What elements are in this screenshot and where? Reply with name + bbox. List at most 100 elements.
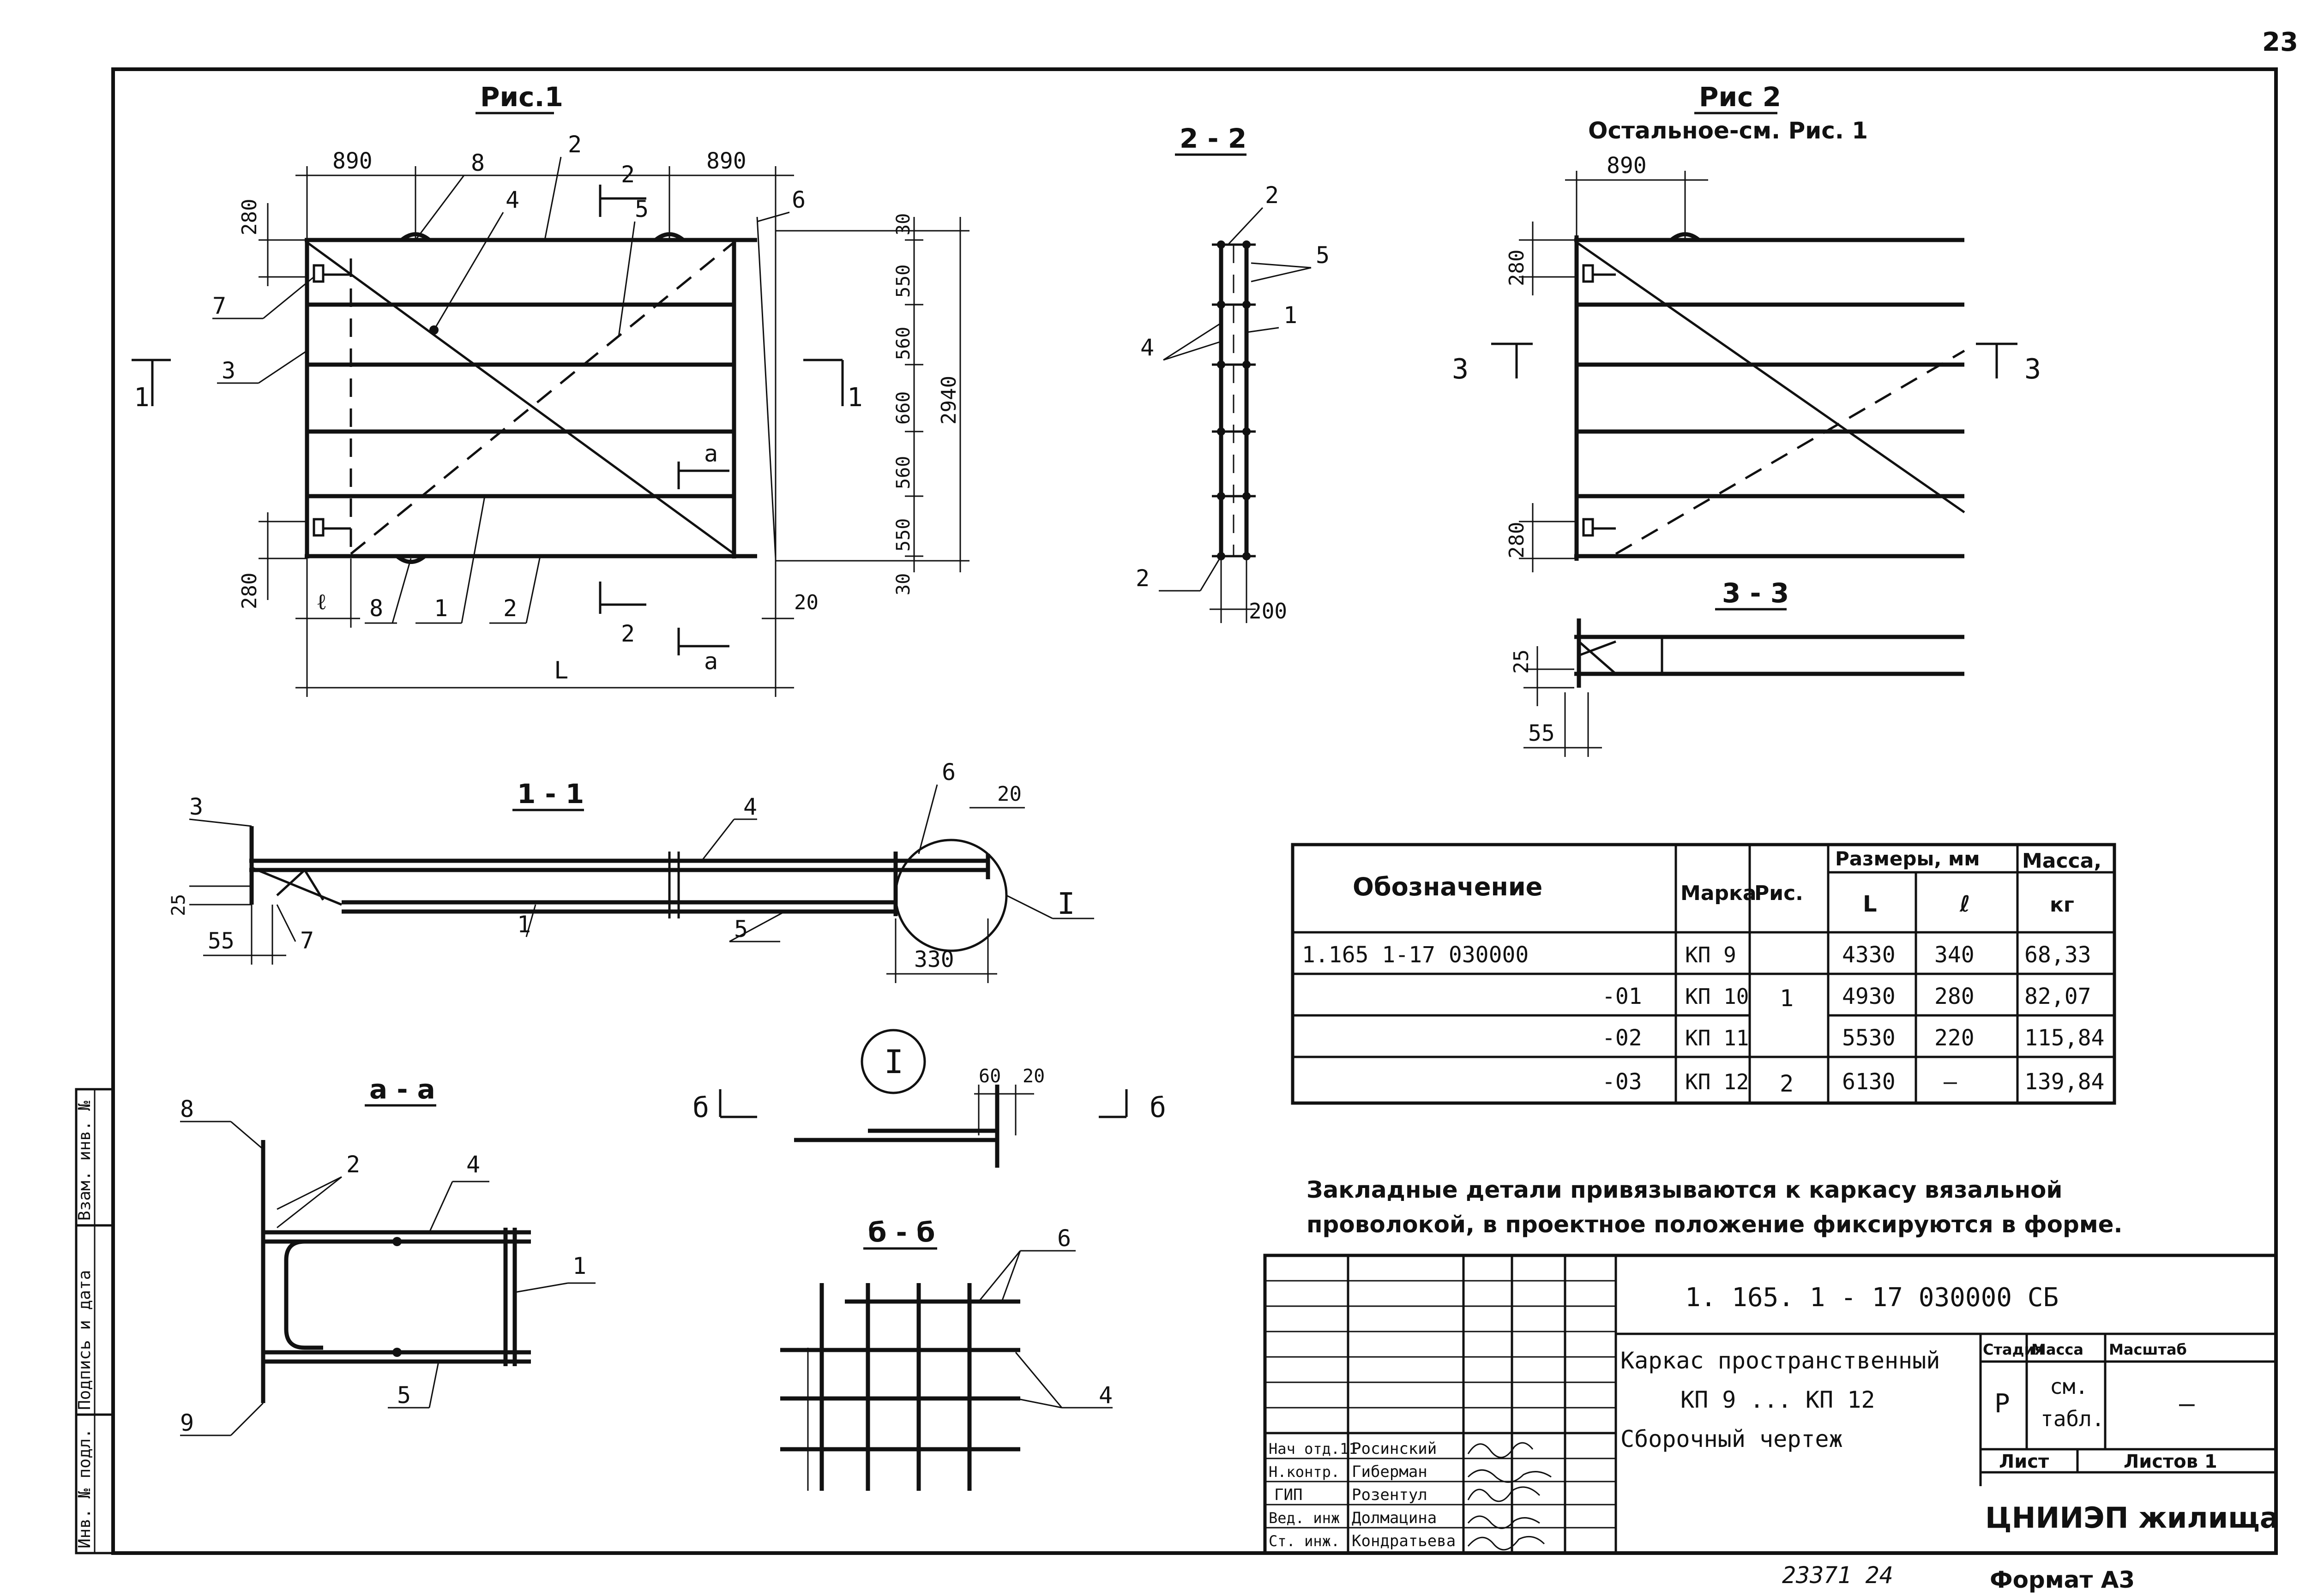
sec22-dim-200: 200 (1249, 599, 1287, 624)
cell-r4-L: 6130 (1842, 1069, 1896, 1095)
dim-30-bottom: 30 (893, 573, 914, 595)
role-4: Вед. инж (1269, 1509, 1340, 1527)
th-mark: Марка (1680, 882, 1757, 905)
sheets-label: Листов 1 (2124, 1451, 2217, 1472)
node-dim-20: 20 (1023, 1066, 1045, 1087)
cell-r3-L: 5530 (1842, 1025, 1896, 1051)
secbb-pos-6: 6 (1057, 1225, 1071, 1252)
name-1: Росинский (1352, 1440, 1437, 1458)
name-3: Розентул (1352, 1486, 1427, 1504)
cell-r4-mark: КП 12 (1685, 1069, 1749, 1094)
pos-2-top: 2 (568, 131, 582, 158)
side-stamp: Инв. № подл. Подпись и дата Взам. инв. № (75, 1088, 114, 1554)
fig1-title: Рис.1 (480, 81, 563, 113)
cell-r4-designation: -03 (1602, 1069, 1642, 1095)
pos-8-bottom: 8 (369, 595, 383, 622)
cell-r3-designation: -02 (1602, 1025, 1642, 1051)
stamp-inv-podl: Инв. № подл. (75, 1428, 94, 1548)
doc-name-line2: КП 9 ... КП 12 (1680, 1386, 1875, 1413)
secaa-pos-5: 5 (397, 1382, 411, 1409)
format-label: Формат А3 (1990, 1566, 2135, 1593)
stamp-replaced-inv: Взам. инв. № (75, 1101, 94, 1221)
section-2-2: 2 - 2 2 5 4 1 2 200 (1136, 123, 1330, 624)
fig2-cut-3-left: 3 (1452, 353, 1469, 385)
th-l: ℓ (1959, 891, 1970, 917)
general-note: Закладные детали привязываются к каркасу… (1307, 1176, 2123, 1238)
sec22-pos-2-top: 2 (1265, 182, 1279, 209)
cell-r4-fig: 2 (1780, 1070, 1794, 1097)
cell-r3-mass: 115,84 (2024, 1025, 2104, 1051)
mass-value-1: см. (2050, 1374, 2088, 1399)
secaa-pos-4: 4 (466, 1151, 480, 1178)
secaa-pos-9: 9 (180, 1410, 194, 1436)
secaa-pos-8: 8 (180, 1096, 194, 1122)
pos-1: 1 (434, 595, 448, 622)
role-5: Ст. инж. (1269, 1532, 1340, 1550)
note-line-2: проволокой, в проектное положение фиксир… (1307, 1211, 2123, 1238)
drawing-frame (111, 67, 2278, 1555)
th-mass: Масса, (2022, 849, 2101, 873)
title-block: Нач отд.11 Росинский Н.контр. Гиберман Г… (1263, 1254, 2279, 1555)
cell-r2-designation: -01 (1602, 984, 1642, 1009)
sec33-dim-25: 25 (1510, 649, 1533, 674)
pos-2-bottom: 2 (503, 595, 517, 622)
sec11-dim-25: 25 (168, 894, 189, 916)
fig2-title: Рис 2 (1699, 81, 1781, 113)
pos-7: 7 (212, 293, 226, 319)
dim-280-top: 280 (238, 199, 261, 235)
cell-r2-fig: 1 (1780, 985, 1794, 1012)
fig2-dim-280-top: 280 (1505, 250, 1529, 286)
doc-name-line3: Сборочный чертеж (1620, 1426, 1843, 1452)
stamp-signature-date: Подпись и дата (75, 1270, 94, 1410)
spec-table: Обозначение Марка Рис. Размеры, мм L ℓ М… (1291, 843, 2116, 1105)
note-line-1: Закладные детали привязываются к каркасу… (1307, 1176, 2062, 1203)
sec11-dim-330: 330 (914, 947, 954, 972)
fig2-subtitle: Остальное-см. Рис. 1 (1588, 117, 1868, 144)
secaa-pos-2: 2 (346, 1151, 360, 1178)
dim-660: 660 (893, 391, 914, 425)
dim-280-bottom: 280 (238, 573, 261, 609)
fig2-dim-280-bottom: 280 (1505, 522, 1529, 558)
scale-value: — (2179, 1389, 2195, 1419)
cell-r2-l: 280 (1934, 984, 1975, 1009)
cell-r1-l: 340 (1934, 942, 1975, 968)
name-5: Кондратьева (1352, 1532, 1456, 1550)
cut-1-left: 1 (134, 383, 150, 413)
cell-r2-mass: 82,07 (2024, 984, 2091, 1009)
cell-r2-L: 4930 (1842, 984, 1896, 1009)
sec11-dim-20: 20 (997, 782, 1022, 806)
pos-3: 3 (222, 357, 235, 384)
node-I-label: I (884, 1043, 903, 1081)
page-number: 23 (2262, 27, 2298, 57)
doc-name-line1: Каркас пространственный (1620, 1347, 1940, 1374)
cell-r2-mark: КП 10 (1685, 984, 1749, 1009)
fig2-view: Рис 2 Остальное-см. Рис. 1 890 280 280 3 (1452, 81, 2041, 572)
cell-r3-mark: КП 11 (1685, 1026, 1749, 1050)
node-cut-right: б (1150, 1092, 1166, 1124)
role-3: ГИП (1274, 1486, 1302, 1504)
dim-20: 20 (794, 591, 819, 614)
role-2: Н.контр. (1269, 1463, 1340, 1481)
dim-30-top: 30 (893, 213, 914, 235)
sec22-pos-5: 5 (1316, 242, 1330, 269)
cut-a-top: a (704, 440, 718, 467)
mass-label: Масса (2031, 1341, 2083, 1358)
dim-550-bottom: 550 (893, 518, 914, 552)
dim-890-left: 890 (332, 148, 373, 174)
dim-560-bottom: 560 (893, 456, 914, 489)
section-a-a: a - a 8 2 4 1 5 9 (180, 1074, 596, 1436)
sec11-pos-3: 3 (189, 793, 203, 820)
name-4: Долмацина (1352, 1509, 1437, 1527)
th-sizes: Размеры, мм (1835, 847, 1980, 870)
cut-2-bottom: 2 (621, 620, 635, 647)
sec22-pos-4: 4 (1140, 334, 1154, 361)
cell-r3-l: 220 (1934, 1025, 1975, 1051)
scale-label: Масштаб (2109, 1341, 2187, 1358)
section-b-b: б - б 6 4 (780, 1217, 1113, 1491)
secaa-pos-1: 1 (572, 1253, 586, 1279)
cut-1-right: 1 (847, 383, 863, 413)
node-cut-left: б (692, 1092, 709, 1124)
cut-a-bottom: a (704, 648, 718, 675)
name-2: Гиберман (1352, 1463, 1427, 1481)
